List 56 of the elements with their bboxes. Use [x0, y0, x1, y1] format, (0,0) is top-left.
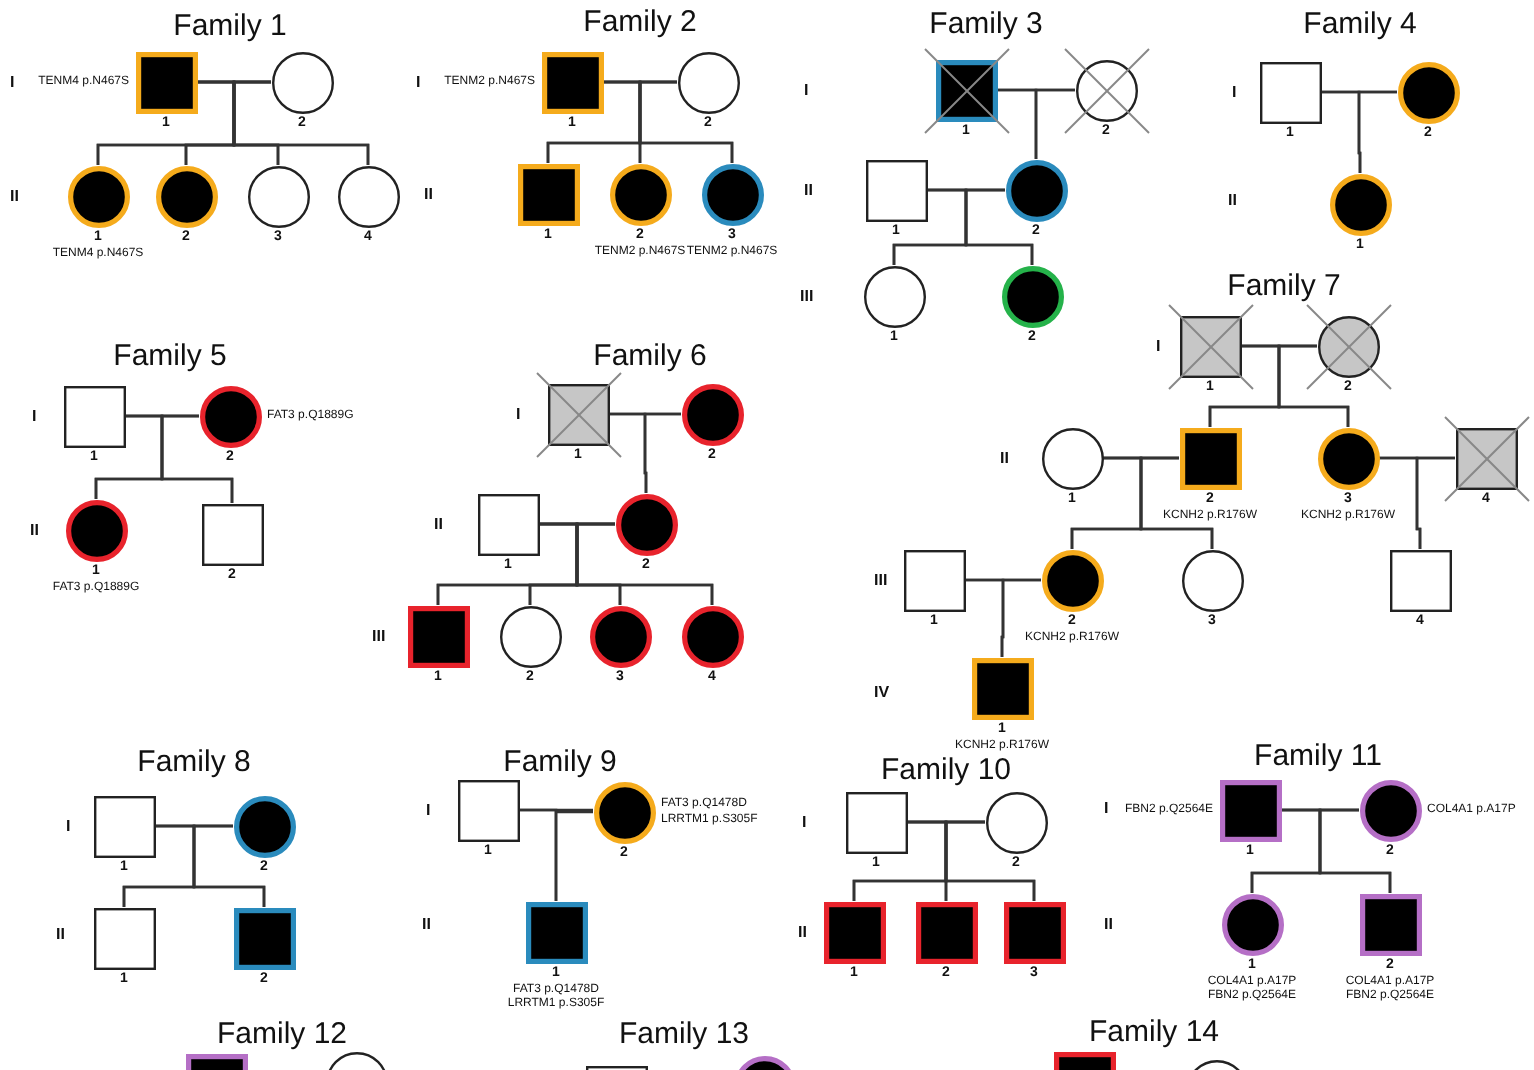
pedigree-line [1034, 88, 1075, 159]
family-title: Family 13 [618, 1017, 750, 1051]
generation-label: II [1000, 449, 1009, 467]
generation-label: I [32, 407, 37, 425]
pedigree-line [1415, 456, 1455, 549]
family-title: Family 7 [1227, 269, 1341, 303]
generation-label: II [30, 521, 39, 539]
generation-label: I [1156, 337, 1161, 355]
generation-label: I [1232, 83, 1237, 101]
pedigree-line [1357, 90, 1397, 173]
pedigree-line [1139, 456, 1214, 549]
generation-label: II [798, 923, 807, 941]
generation-label: I [802, 813, 807, 831]
generation-label: II [1104, 915, 1113, 933]
generation-label: III [800, 287, 814, 305]
family-title: Family 8 [137, 745, 251, 779]
generation-label: I [804, 81, 809, 99]
pedigree-line [192, 824, 266, 907]
family-title: Family 14 [1088, 1015, 1220, 1049]
generation-label: III [372, 627, 386, 645]
generation-label: I [416, 73, 421, 91]
generation-label: II [422, 915, 431, 933]
generation-label: II [434, 515, 443, 533]
generation-label: II [10, 187, 19, 205]
pedigree-line [964, 188, 1034, 265]
family-title: Family 9 [503, 745, 617, 779]
generation-label: II [1228, 191, 1237, 209]
generation-label: II [424, 185, 433, 203]
generation-label: I [10, 73, 15, 91]
pedigree-line [232, 80, 370, 165]
pedigree-line [554, 810, 593, 901]
generation-label: I [516, 405, 521, 423]
family-title: Family 1 [173, 9, 287, 43]
generation-label: IV [874, 683, 890, 701]
family-title: Family 4 [1303, 7, 1417, 41]
pedigree-line [575, 522, 714, 605]
pedigree-line [160, 414, 234, 503]
family-title: Family 5 [113, 339, 227, 373]
generation-label: III [874, 571, 888, 589]
pedigree-line [1277, 344, 1350, 427]
family-title: Family 2 [583, 5, 697, 39]
generation-label: II [56, 925, 65, 943]
generation-label: I [66, 817, 71, 835]
pedigree-line [643, 412, 681, 493]
family-title: Family 12 [216, 1017, 348, 1051]
family-title: Family 6 [593, 339, 707, 373]
generation-label: I [1104, 799, 1109, 817]
pedigree-line [944, 820, 1036, 901]
family-title: Family 3 [929, 7, 1043, 41]
pedigree-line [1318, 808, 1392, 893]
pedigree-line [638, 80, 734, 163]
generation-label: II [804, 181, 813, 199]
family-title: Family 11 [1254, 739, 1382, 773]
pedigree-line [1000, 578, 1041, 657]
family-title: Family 10 [880, 753, 1012, 787]
generation-label: I [426, 801, 431, 819]
